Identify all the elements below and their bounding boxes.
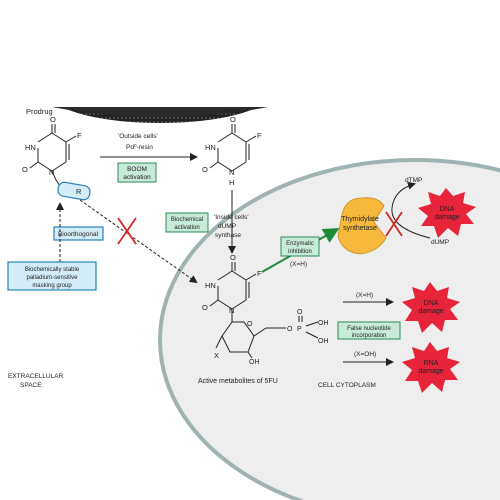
prodrug-label: Prodrug (26, 107, 53, 116)
rna-damage-burst (402, 342, 460, 393)
extracellular-label-1: EXTRACELLULAR (8, 373, 64, 380)
metabolite-f: F (257, 269, 262, 278)
dump-label: dUMP (431, 239, 449, 246)
pd-resin-label: Pd⁰-resin (126, 143, 153, 151)
dump-synthase-label-2: synthase (215, 232, 241, 239)
fu-label: 5FU (226, 107, 240, 116)
prodrug-f: F (77, 131, 82, 140)
fu-o-top: O (230, 115, 236, 124)
metabolite-p-o: O (297, 309, 303, 316)
boom-activation-label: activation (123, 174, 151, 181)
masking-group-box (7, 261, 97, 291)
active-metabolites-label: Active metabolites of 5FU (198, 378, 278, 385)
rna-damage-1: RNA (424, 360, 439, 367)
cell-body (158, 158, 500, 500)
synthetase-label: synthetase (343, 225, 377, 232)
fu-hn: HN (205, 143, 216, 152)
boom-label: BOOM (127, 166, 147, 173)
prodrug-o-left: O (22, 165, 28, 174)
false-nucleotide-label-2: incorporation (352, 333, 387, 339)
inside-cells-label: 'Inside cells' (214, 214, 249, 221)
fu-h: H (229, 178, 234, 187)
x-eq-oh-label: (X=OH) (354, 351, 376, 358)
cell-cytoplasm-label: CELL CYTOPLASM (318, 382, 376, 389)
metabolite-o-top: O (230, 253, 236, 262)
false-nucleotide-box (337, 321, 401, 340)
fu-f: F (257, 131, 262, 140)
prodrug-o-top: O (50, 115, 56, 124)
masking-group-r (57, 181, 91, 201)
enzymatic-label: Enzymatic (286, 241, 314, 247)
pd-resin-bead-visible (52, 107, 268, 118)
metabolite-x: X (214, 351, 219, 360)
metabolite-o-link: O (287, 326, 293, 333)
dump-synthase-label-1: dUMP (218, 223, 236, 230)
masking-label-1: Biochemically stable (25, 267, 80, 273)
dna-damage-mid-2: damage (418, 308, 443, 315)
biochemical-activation-box (165, 212, 209, 233)
prodrug-hn: HN (25, 143, 36, 152)
metabolite-hn: HN (205, 281, 216, 290)
x-eq-h-label-2: (X=H) (356, 292, 373, 299)
dna-damage-top-2: damage (434, 214, 459, 221)
dtmp-label: dTMP (405, 177, 422, 184)
dna-damage-top-1: DNA (440, 206, 455, 213)
metabolite-n: N (229, 306, 234, 315)
bioorthogonal-label: Bioorthogonal (58, 231, 99, 238)
metabolite-oh-1: OH (318, 320, 329, 327)
masking-group-r-label: R (76, 187, 82, 196)
fu-n: N (229, 168, 234, 177)
outside-cells-label: 'Outside cells' (118, 133, 158, 140)
masking-label-2: palladium-sensitive (26, 275, 78, 281)
prodrug-structure (29, 124, 77, 187)
bioorthogonal-dashed-arrow (79, 199, 198, 284)
metabolite-structure (209, 262, 319, 359)
bioorthogonal-box (53, 226, 104, 241)
metabolite-oh-3: OH (249, 359, 260, 366)
x-eq-h-label-1: (X=H) (290, 261, 307, 268)
dump-to-dtmp-arrow (391, 181, 431, 239)
metabolite-o-left: O (202, 303, 208, 312)
inhibition-label: inhibition (288, 249, 312, 255)
biochemical-activation-label: activation (174, 225, 199, 231)
dna-damage-burst-top (418, 188, 476, 238)
metabolite-ring-o: O (247, 321, 253, 328)
thymidylate-synthetase-shape (337, 197, 387, 255)
fu-o-left: O (202, 165, 208, 174)
enzymatic-inhibition-box (280, 236, 320, 257)
masking-label-3: masking group (32, 283, 72, 289)
block-cross-bioorthogonal (117, 217, 137, 245)
thymidylate-label: Thymidylate (341, 216, 379, 223)
prodrug-n: N (49, 168, 54, 177)
false-nucleotide-label-1: False nucleotide (347, 326, 391, 332)
rna-damage-2: damage (418, 368, 443, 375)
block-cross-enzyme (385, 211, 403, 237)
dna-damage-burst-mid (402, 282, 460, 333)
biochemical-label: Biochemical (171, 217, 203, 223)
boom-activation-box (117, 162, 157, 183)
fu-structure (209, 124, 257, 172)
metabolite-p: P (297, 326, 302, 333)
extracellular-label-2: SPACE (20, 382, 42, 389)
metabolite-oh-2: OH (318, 338, 329, 345)
dna-damage-mid-1: DNA (424, 300, 439, 307)
